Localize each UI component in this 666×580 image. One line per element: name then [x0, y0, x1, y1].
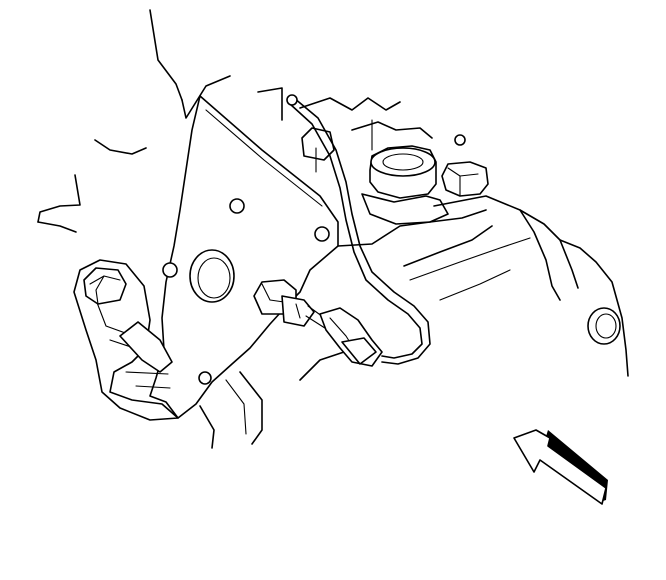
right-engine-block	[337, 195, 629, 377]
left-bolt	[83, 267, 127, 305]
sensor-connector-assembly	[253, 279, 383, 367]
connector-plug	[319, 307, 383, 367]
small-plug	[454, 134, 466, 146]
lower-housing	[199, 351, 363, 449]
engine-block-outline	[37, 9, 433, 233]
bracket-hole-right	[314, 226, 330, 242]
sensor-body	[253, 279, 315, 327]
wiring-harness	[286, 94, 431, 365]
mounting-bracket	[149, 95, 339, 419]
left-housing	[73, 259, 179, 421]
bracket-hole-lower	[198, 371, 212, 385]
harness-clip	[286, 94, 298, 106]
bracket-hole-left	[162, 262, 178, 278]
view-direction-arrow-icon	[513, 429, 608, 505]
right-plug	[587, 307, 621, 345]
bracket-hole-upper	[229, 198, 245, 214]
upper-fitting	[301, 127, 489, 225]
hex-bolt-upper	[441, 161, 489, 197]
